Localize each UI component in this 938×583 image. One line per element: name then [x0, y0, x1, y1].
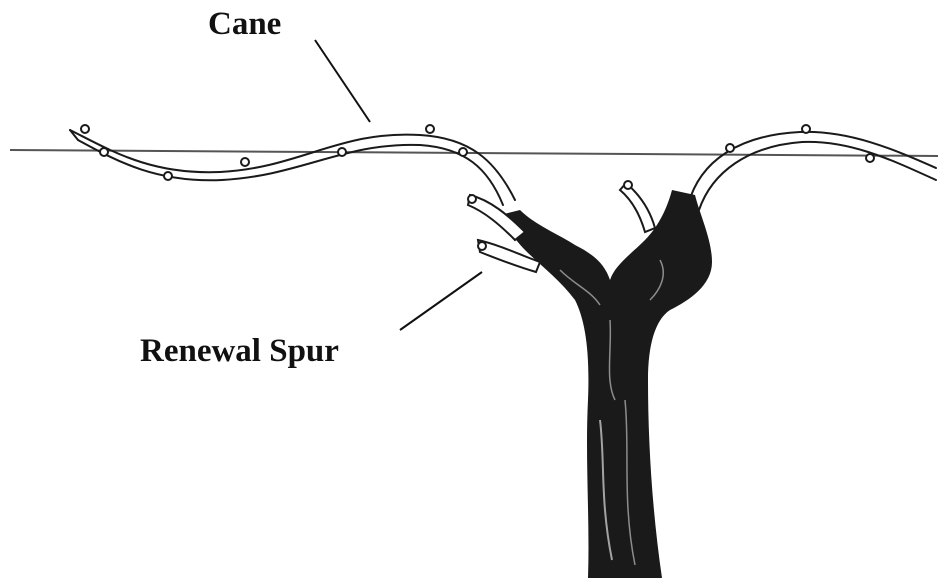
vine-trunk	[500, 190, 712, 578]
cane-leader-line	[315, 40, 370, 122]
cane-label: Cane	[208, 8, 281, 41]
renewal-spur-leader-line	[400, 272, 482, 330]
right-spurs	[620, 181, 655, 232]
renewal-spur-label: Renewal Spur	[140, 335, 339, 368]
right-cane	[688, 125, 936, 210]
left-cane	[70, 125, 515, 205]
